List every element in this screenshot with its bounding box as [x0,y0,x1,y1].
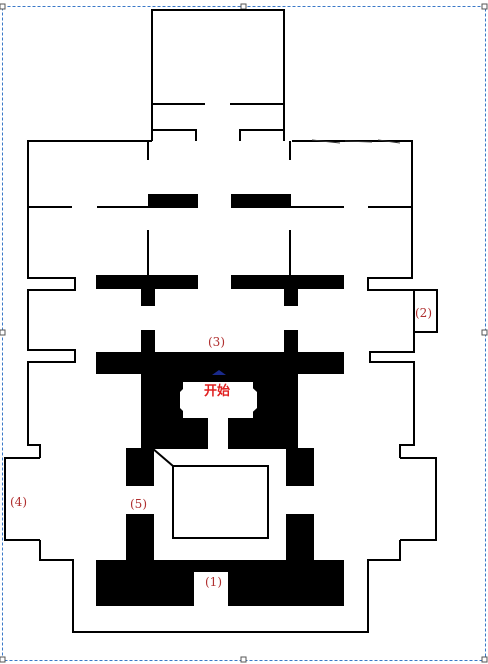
wall-block [183,374,253,382]
selection-handle[interactable] [481,3,488,10]
wall-block [183,418,208,449]
wall-block [284,289,298,306]
wall-block [228,560,344,606]
selection-handle[interactable] [481,329,488,336]
wall-block [96,560,194,606]
outer-wall-left [27,140,152,458]
solid-walls [96,194,344,606]
wall-block [194,560,228,572]
room-label-4: (4) [10,495,27,509]
selection-handle[interactable] [481,656,488,663]
top-room-doorway-right [239,129,284,141]
selection-handle[interactable] [0,329,6,336]
wall-block [148,194,198,208]
start-room-floor [180,382,257,418]
selection-handle[interactable] [0,656,6,663]
start-marker-icon [212,370,226,375]
top-room-doorway-left [152,129,197,141]
selection-handle[interactable] [240,656,247,663]
outer-wall-right [292,140,415,458]
wall-block [228,418,253,449]
wall-block [141,374,183,449]
wall-block [284,330,298,352]
sketch-marks [311,139,401,144]
wall-block [96,275,198,289]
wall-block [141,289,155,306]
room4-annex [4,457,40,541]
wall-block [286,514,314,560]
selection-handle[interactable] [240,3,247,10]
selection-handle[interactable] [0,3,6,10]
wall-block [126,514,154,560]
room1-doorway [196,572,224,592]
room-label-3: (3) [208,335,225,349]
wall-block [231,194,291,208]
wall-block [253,374,298,449]
wall-block [96,352,344,374]
outline-walls [4,9,438,633]
start-room [180,382,257,592]
inner-room-outline [172,465,269,539]
bottom-wall [39,540,401,633]
room-label-1: (1) [205,575,222,589]
selection-frame [0,3,488,663]
top-room-wall [151,9,285,141]
inner-corridor-left [151,447,174,467]
room-label-2: (2) [415,306,432,320]
wall-block [126,448,154,486]
room-label-5: (5) [130,497,147,511]
wall-block [141,330,155,352]
room2-annex [414,289,438,333]
wall-block [231,275,344,289]
wall-block [286,448,314,486]
start-label: 开始 [204,383,230,399]
room4-annex-right [400,457,437,541]
